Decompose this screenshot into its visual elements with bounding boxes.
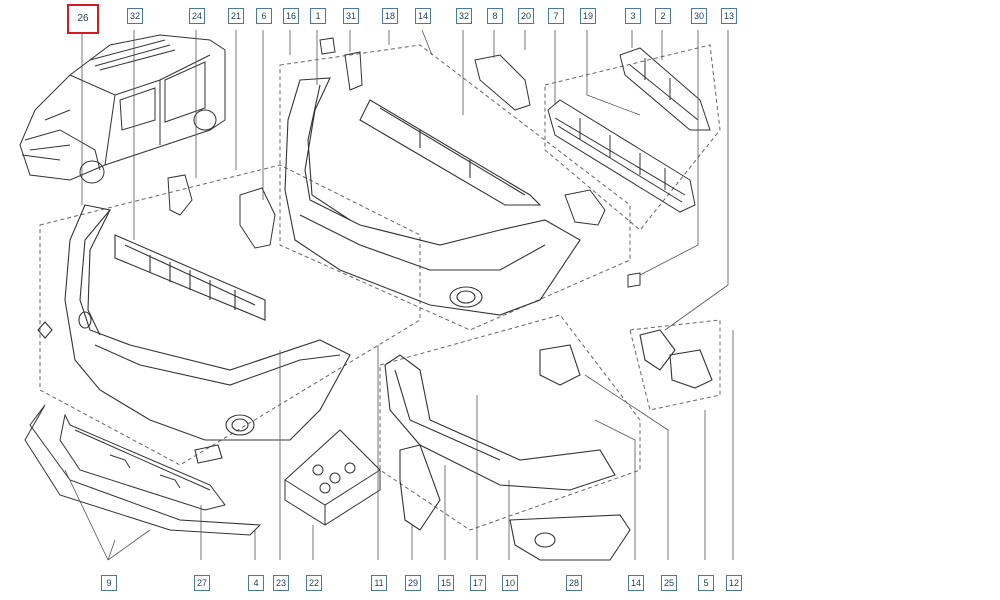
- callout-bottom-2[interactable]: 27: [194, 575, 210, 591]
- callout-bottom-14[interactable]: 5: [698, 575, 714, 591]
- lower-absorber: [384, 329, 713, 561]
- callout-bottom-7[interactable]: 29: [405, 575, 421, 591]
- front-bumper-assembly: [37, 204, 351, 464]
- vehicle-thumbnail: [19, 34, 226, 184]
- lower-trim-parts: [24, 404, 262, 536]
- callout-bottom-10[interactable]: 10: [502, 575, 518, 591]
- callout-top-16[interactable]: 2: [655, 8, 671, 24]
- callout-top-9[interactable]: 14: [415, 8, 431, 24]
- grille: [547, 47, 711, 213]
- callout-top-17[interactable]: 30: [691, 8, 707, 24]
- callout-bottom-6[interactable]: 11: [371, 575, 387, 591]
- callout-top-12[interactable]: 20: [518, 8, 534, 24]
- leader-lines: [64, 29, 734, 561]
- callout-top-8[interactable]: 18: [382, 8, 398, 24]
- callout-top-2[interactable]: 24: [189, 8, 205, 24]
- assembly-outlines: [39, 44, 721, 531]
- small-brackets: [167, 37, 641, 288]
- callout-top-3[interactable]: 21: [228, 8, 244, 24]
- callout-top-1[interactable]: 32: [127, 8, 143, 24]
- callout-top-11[interactable]: 8: [487, 8, 503, 24]
- callout-top-6[interactable]: 1: [310, 8, 326, 24]
- callout-bottom-8[interactable]: 15: [438, 575, 454, 591]
- fastener-kit-box: [284, 429, 381, 526]
- upper-bumper-cover: [284, 77, 581, 316]
- callout-bottom-4[interactable]: 23: [273, 575, 289, 591]
- callout-bottom-15[interactable]: 12: [726, 575, 742, 591]
- callout-top-5[interactable]: 16: [283, 8, 299, 24]
- callout-top-13[interactable]: 7: [548, 8, 564, 24]
- callout-bottom-13[interactable]: 25: [661, 575, 677, 591]
- callout-bottom-12[interactable]: 14: [628, 575, 644, 591]
- callout-selected[interactable]: 26: [67, 4, 99, 34]
- callout-bottom-1[interactable]: 9: [101, 575, 117, 591]
- callout-bottom-11[interactable]: 28: [566, 575, 582, 591]
- callout-top-18[interactable]: 13: [721, 8, 737, 24]
- callout-top-15[interactable]: 3: [625, 8, 641, 24]
- callout-bottom-9[interactable]: 17: [470, 575, 486, 591]
- callout-top-4[interactable]: 6: [256, 8, 272, 24]
- callout-top-10[interactable]: 32: [456, 8, 472, 24]
- callout-bottom-3[interactable]: 4: [248, 575, 264, 591]
- callout-top-7[interactable]: 31: [343, 8, 359, 24]
- callout-top-14[interactable]: 19: [580, 8, 596, 24]
- callout-bottom-5[interactable]: 22: [306, 575, 322, 591]
